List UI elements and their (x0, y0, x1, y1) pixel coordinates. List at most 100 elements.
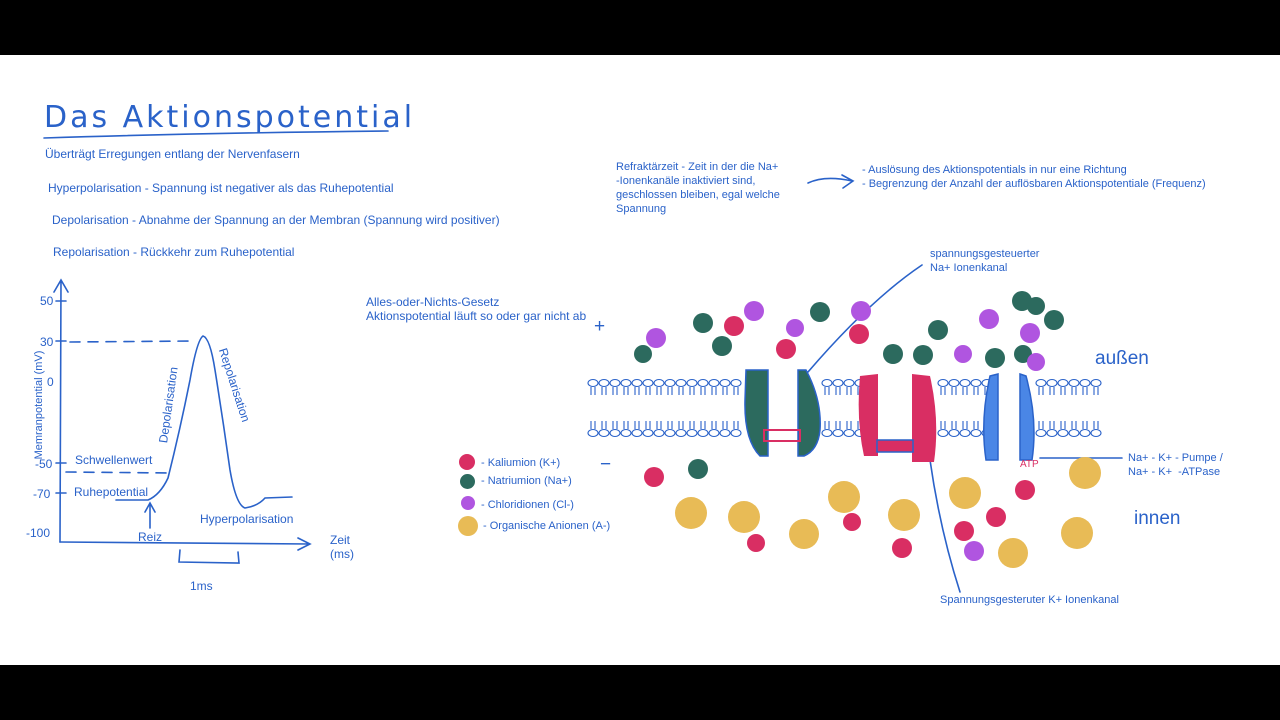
lipid-head (948, 428, 960, 438)
atp-label: ATP (1020, 459, 1039, 470)
ion-dot (954, 521, 974, 541)
ion-dot (913, 345, 933, 365)
ion-dot (675, 497, 707, 529)
lipid-head (708, 378, 720, 388)
scale-bar-label: 1ms (190, 579, 213, 593)
y-tick-minus100: -100 (26, 526, 51, 540)
action-potential-curve (115, 335, 293, 509)
ion-dot (634, 345, 652, 363)
scale-bracket (178, 549, 240, 564)
lipid-tail (951, 421, 957, 429)
lipid-tail (1049, 421, 1055, 429)
ion-dot (1061, 517, 1093, 549)
lipid-tail (700, 387, 706, 395)
lipid-head (1057, 428, 1069, 438)
lipid-tail (973, 421, 979, 429)
ion-dot (728, 501, 760, 533)
lipid-tail (962, 387, 968, 395)
lipid-head (1090, 378, 1102, 388)
ion-dot (747, 534, 765, 552)
lipid-tail (1082, 387, 1088, 395)
lipid-head (653, 378, 665, 388)
lipid-head (937, 378, 949, 388)
ion-dot (964, 541, 984, 561)
legend-anion-dot (458, 516, 478, 536)
reiz-arrow (144, 501, 156, 529)
lipid-head (609, 428, 621, 438)
schwellenwert-dashed-line (65, 471, 173, 474)
lipid-tail (678, 421, 684, 429)
y-tick-0: 0 (47, 375, 54, 389)
lipid-tail (689, 421, 695, 429)
lipid-head (1068, 428, 1080, 438)
lipid-head (959, 428, 971, 438)
ion-dot (776, 339, 796, 359)
lipid-head (970, 378, 982, 388)
lipid-tail (667, 387, 673, 395)
ion-dot (888, 499, 920, 531)
label-hyperpolarisation: Hyperpolarisation (200, 512, 294, 526)
lipid-tail (846, 387, 852, 395)
threshold-dashed-line (69, 340, 196, 343)
lipid-head (832, 378, 844, 388)
lipid-tail (1038, 421, 1044, 429)
lipid-head (697, 428, 709, 438)
lipid-tail (656, 387, 662, 395)
lipid-head (948, 378, 960, 388)
ion-dot (810, 302, 830, 322)
lipid-tail (590, 387, 596, 395)
lipid-head (598, 378, 610, 388)
lipid-tail (722, 421, 728, 429)
lipid-head (642, 378, 654, 388)
ion-dot (928, 320, 948, 340)
subtitle: Überträgt Erregungen entlang der Nervenf… (45, 147, 300, 161)
minus-sign: − (600, 454, 612, 475)
ion-dot (1020, 323, 1040, 343)
ion-dot (828, 481, 860, 513)
lipid-tail (1049, 387, 1055, 395)
lipid-tail (1071, 387, 1077, 395)
ion-dot (849, 324, 869, 344)
lipid-head (730, 428, 742, 438)
lipid-head (1079, 428, 1091, 438)
ion-dot (786, 319, 804, 337)
lipid-head (686, 428, 698, 438)
lipid-head (587, 378, 599, 388)
label-reiz: Reiz (138, 530, 163, 544)
ion-dot (1069, 457, 1101, 489)
lipid-tail (645, 421, 651, 429)
lipid-tail (590, 421, 596, 429)
ion-dot (1027, 297, 1045, 315)
k-channel-pointer (929, 459, 961, 593)
ion-dot (851, 301, 871, 321)
lipid-head (620, 428, 632, 438)
lipid-tail (1093, 387, 1099, 395)
lipid-head (1079, 378, 1091, 388)
lipid-head (970, 428, 982, 438)
lipid-tail (689, 387, 695, 395)
lipid-tail (645, 387, 651, 395)
graph-y-ticks (55, 300, 67, 494)
ion-dot (644, 467, 664, 487)
lipid-head (664, 428, 676, 438)
lipid-head (1035, 378, 1047, 388)
lipid-head (719, 378, 731, 388)
lipid-head (821, 378, 833, 388)
lipid-head (642, 428, 654, 438)
lipid-tail (951, 387, 957, 395)
lipid-head (719, 428, 731, 438)
lipid-tail (835, 421, 841, 429)
all-or-nothing-text: Aktionspotential läuft so oder gar nicht… (366, 309, 587, 323)
page-title: Das Aktionspotential (44, 100, 416, 135)
lipid-head (675, 378, 687, 388)
lipid-head (675, 428, 687, 438)
lipid-head (843, 428, 855, 438)
ion-dot (985, 348, 1005, 368)
na-channel-label: spannungsgesteuerter Na+ Ionenkanal (930, 248, 1040, 274)
lipid-head (686, 378, 698, 388)
k-channel (858, 374, 937, 462)
lipid-head (631, 428, 643, 438)
definition-depolarisation: Depolarisation - Abnahme der Spannung an… (52, 213, 500, 227)
ion-dot (954, 345, 972, 363)
